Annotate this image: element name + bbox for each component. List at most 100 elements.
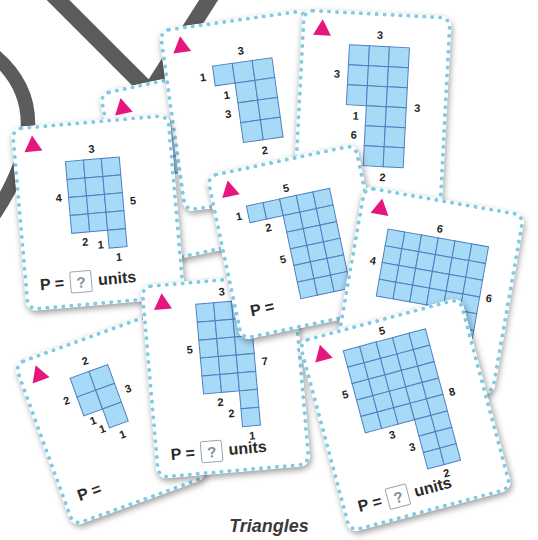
dimension-label: 1	[115, 251, 122, 262]
grid-square	[363, 146, 384, 167]
dimension-label: 1	[234, 210, 242, 222]
perimeter-row: P =? units	[355, 472, 454, 518]
perimeter-text: P =	[39, 274, 65, 294]
grid-square	[219, 372, 239, 392]
grid-square	[198, 338, 218, 358]
dimension-label: 4	[368, 254, 376, 266]
grid-square	[446, 274, 466, 294]
grid-square	[213, 63, 236, 86]
dimension-label: 1	[97, 423, 107, 435]
pink-triangle	[152, 292, 171, 310]
perimeter-row: P =?units	[39, 265, 137, 295]
grid-square	[235, 80, 258, 103]
dimension-label: 3	[377, 30, 384, 41]
dimension-label: 2	[61, 394, 71, 406]
grid-square	[104, 192, 124, 212]
grid-square	[241, 119, 264, 142]
dimension-label: 5	[186, 344, 193, 355]
grid-square	[385, 107, 406, 128]
answer-mark: ?	[206, 442, 217, 460]
grid-square	[440, 444, 461, 465]
grid-square	[368, 46, 389, 67]
pink-triangle	[171, 35, 191, 53]
grid-square	[83, 158, 103, 178]
grid-square	[87, 194, 107, 214]
grid-square	[435, 237, 455, 257]
grid-square	[365, 106, 386, 127]
caption-bar: Triangles	[0, 516, 538, 537]
pink-triangle	[313, 19, 332, 36]
dimension-label: 6	[484, 292, 492, 304]
grid-square	[395, 265, 415, 285]
grid-square	[103, 174, 123, 194]
pink-triangle	[112, 96, 133, 115]
perimeter-text: P =	[169, 444, 195, 464]
grid-square	[238, 100, 261, 123]
grid-square	[409, 285, 429, 305]
dimension-label: 6	[350, 129, 357, 140]
grid-square	[69, 195, 89, 215]
perimeter-text: P =	[248, 298, 275, 321]
dimension-label: 5	[129, 195, 136, 206]
grid-square	[468, 243, 488, 263]
answer-mark: ?	[391, 487, 404, 506]
dimension-label: 5	[278, 253, 286, 265]
grid-square	[392, 282, 412, 302]
dimension-label: 6	[435, 222, 443, 234]
grid-square	[200, 356, 220, 376]
grid-square	[429, 271, 449, 291]
dimension-label: 3	[408, 441, 417, 453]
dimension-label: 2	[80, 354, 90, 366]
grid-square	[201, 374, 221, 394]
grid-square	[239, 389, 259, 409]
dimension-label: 7	[261, 355, 268, 366]
perimeter-text: units	[412, 474, 454, 501]
grid-square	[246, 203, 266, 223]
grid-square	[260, 117, 283, 140]
dimension-label: 3	[218, 286, 225, 297]
dimension-label: 1	[199, 71, 207, 83]
perimeter-text: units	[97, 267, 137, 288]
grid-square	[85, 176, 105, 196]
grid-square	[237, 371, 257, 391]
grid-square	[386, 87, 407, 108]
dimension-label: 3	[88, 143, 95, 154]
perimeter-row: P =	[75, 479, 104, 504]
grid-square	[102, 402, 128, 428]
grid-square	[258, 97, 281, 120]
grid-square	[313, 275, 333, 295]
grid-square	[432, 254, 452, 274]
grid-square	[385, 229, 405, 249]
dimension-label: 1	[97, 238, 104, 249]
grid-square	[218, 354, 238, 374]
dimension-label: 4	[55, 192, 62, 203]
grid-square	[348, 45, 369, 66]
dimension-label: 5	[281, 182, 289, 194]
grid-square	[401, 231, 421, 251]
grid-square	[297, 279, 317, 299]
answer-box: ?	[69, 269, 93, 293]
grid-square	[232, 60, 255, 83]
grid-square	[236, 353, 256, 373]
dimension-label: 3	[414, 103, 421, 114]
grid-square	[364, 126, 385, 147]
perimeter-text: units	[227, 437, 267, 458]
dimension-label: 2	[379, 172, 386, 183]
grid-square	[263, 199, 283, 219]
dimension-label: 8	[448, 386, 457, 398]
grid-square	[367, 66, 388, 87]
grid-square	[412, 268, 432, 288]
dimension-label: 1	[223, 89, 231, 101]
grid-square	[415, 251, 435, 271]
grid-square	[101, 156, 121, 176]
perimeter-text: P =	[356, 492, 384, 516]
grid-square	[346, 85, 367, 106]
pink-triangle	[370, 197, 391, 216]
dimension-label: 1	[352, 111, 359, 122]
grid-square	[197, 320, 217, 340]
caption-text: Triangles	[229, 516, 309, 536]
grid-square	[418, 234, 438, 254]
dimension-label: 2	[261, 144, 269, 156]
answer-box: ?	[199, 439, 223, 463]
